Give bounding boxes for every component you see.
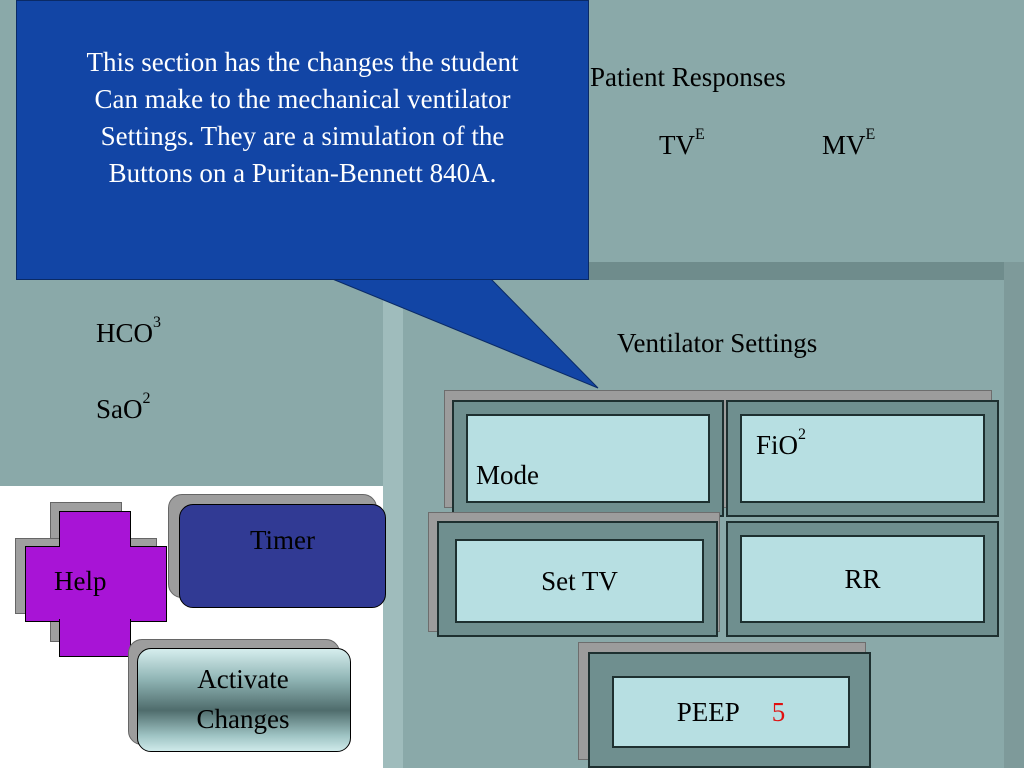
mv-sup: E [865, 126, 876, 143]
tv-exhaled-readout: TVE [659, 126, 705, 161]
panel-edge [383, 290, 403, 768]
mv-exhaled-readout: MVE [822, 126, 875, 161]
set-tv-button[interactable]: Set TV [437, 521, 718, 637]
callout-text: This section has the changes the student… [20, 44, 585, 192]
ventilator-settings-title: Ventilator Settings [617, 328, 818, 358]
timer-button[interactable]: Timer [179, 504, 386, 608]
instruction-callout [16, 0, 589, 280]
activate-line1: Activate [197, 664, 289, 694]
peep-label: PEEP [676, 696, 740, 727]
peep-button-face: PEEP 5 [612, 676, 850, 748]
fio-base: FiO [756, 430, 799, 460]
hco3-readout: HCO3 [96, 314, 161, 349]
mode-label: Mode [476, 460, 539, 490]
mv-label: MV [822, 130, 866, 160]
rr-label: RR [844, 563, 881, 594]
callout-line: Buttons on a Puritan-Bennett 840A. [108, 158, 497, 188]
peep-button[interactable]: PEEP 5 [588, 652, 871, 768]
fio2-button[interactable]: FiO2 [726, 400, 999, 517]
sao-label: SaO [96, 394, 143, 424]
fio-sup: 2 [798, 426, 807, 443]
callout-line: Can make to the mechanical ventilator [94, 84, 511, 114]
set-tv-button-face: Set TV [455, 539, 704, 623]
sao2-readout: SaO2 [96, 390, 151, 425]
callout-line: Settings. They are a simulation of the [100, 121, 505, 151]
rr-button-face: RR [740, 535, 985, 623]
activate-line2: Changes [196, 704, 290, 734]
tv-label: TV [659, 130, 695, 160]
hco-label: HCO [96, 318, 154, 348]
help-button[interactable]: Help [54, 566, 107, 596]
fio2-button-face: FiO2 [740, 414, 985, 503]
set-tv-label: Set TV [541, 565, 618, 596]
tv-sup: E [695, 126, 705, 143]
sao-sup: 2 [142, 390, 151, 407]
mode-button-face: Mode [466, 414, 710, 503]
panel-shadow-right [1004, 262, 1024, 768]
timer-label: Timer [250, 525, 316, 555]
rr-button[interactable]: RR [726, 521, 999, 637]
hco-sup: 3 [153, 314, 162, 331]
fio2-label: FiO2 [756, 426, 806, 461]
mode-button[interactable]: Mode [452, 400, 724, 517]
help-plus-fill [26, 547, 164, 619]
patient-responses-title: Patient Responses [590, 62, 786, 92]
activate-changes-button[interactable]: Activate Changes [137, 648, 351, 752]
peep-value: 5 [771, 696, 786, 727]
panel-shadow [490, 262, 1024, 280]
activate-label: Activate Changes [138, 659, 348, 739]
callout-line: This section has the changes the student [86, 47, 519, 77]
